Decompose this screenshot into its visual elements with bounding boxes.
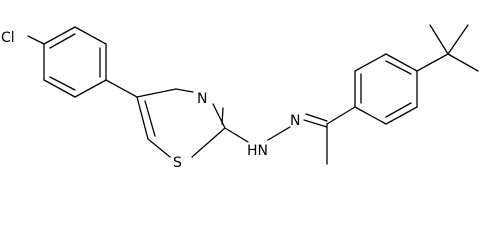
- nh-n-bond: [267, 126, 291, 141]
- thiazole-sulfur-label: S: [173, 155, 182, 171]
- imine-nitrogen-label: N: [290, 113, 300, 129]
- c-cl-bond: [27, 35, 45, 45]
- molecule-structure: Cl N S HN N: [1, 24, 479, 171]
- nh-group-label: HN: [247, 143, 268, 159]
- n-c-double-bond: [303, 113, 328, 128]
- thiazole-nitrogen-label: N: [197, 91, 207, 107]
- chlorophenyl-ring: [43, 26, 107, 98]
- c-phenyl-bond: [326, 106, 356, 125]
- c-nh-bond: [224, 127, 249, 143]
- chlorine-atom-label: Cl: [1, 30, 15, 46]
- tert-butyl-group: [416, 24, 479, 72]
- thiazole-ring: [136, 88, 226, 158]
- phenyl-thiazole-bond: [105, 79, 138, 98]
- tert-butylphenyl-ring: [354, 53, 418, 125]
